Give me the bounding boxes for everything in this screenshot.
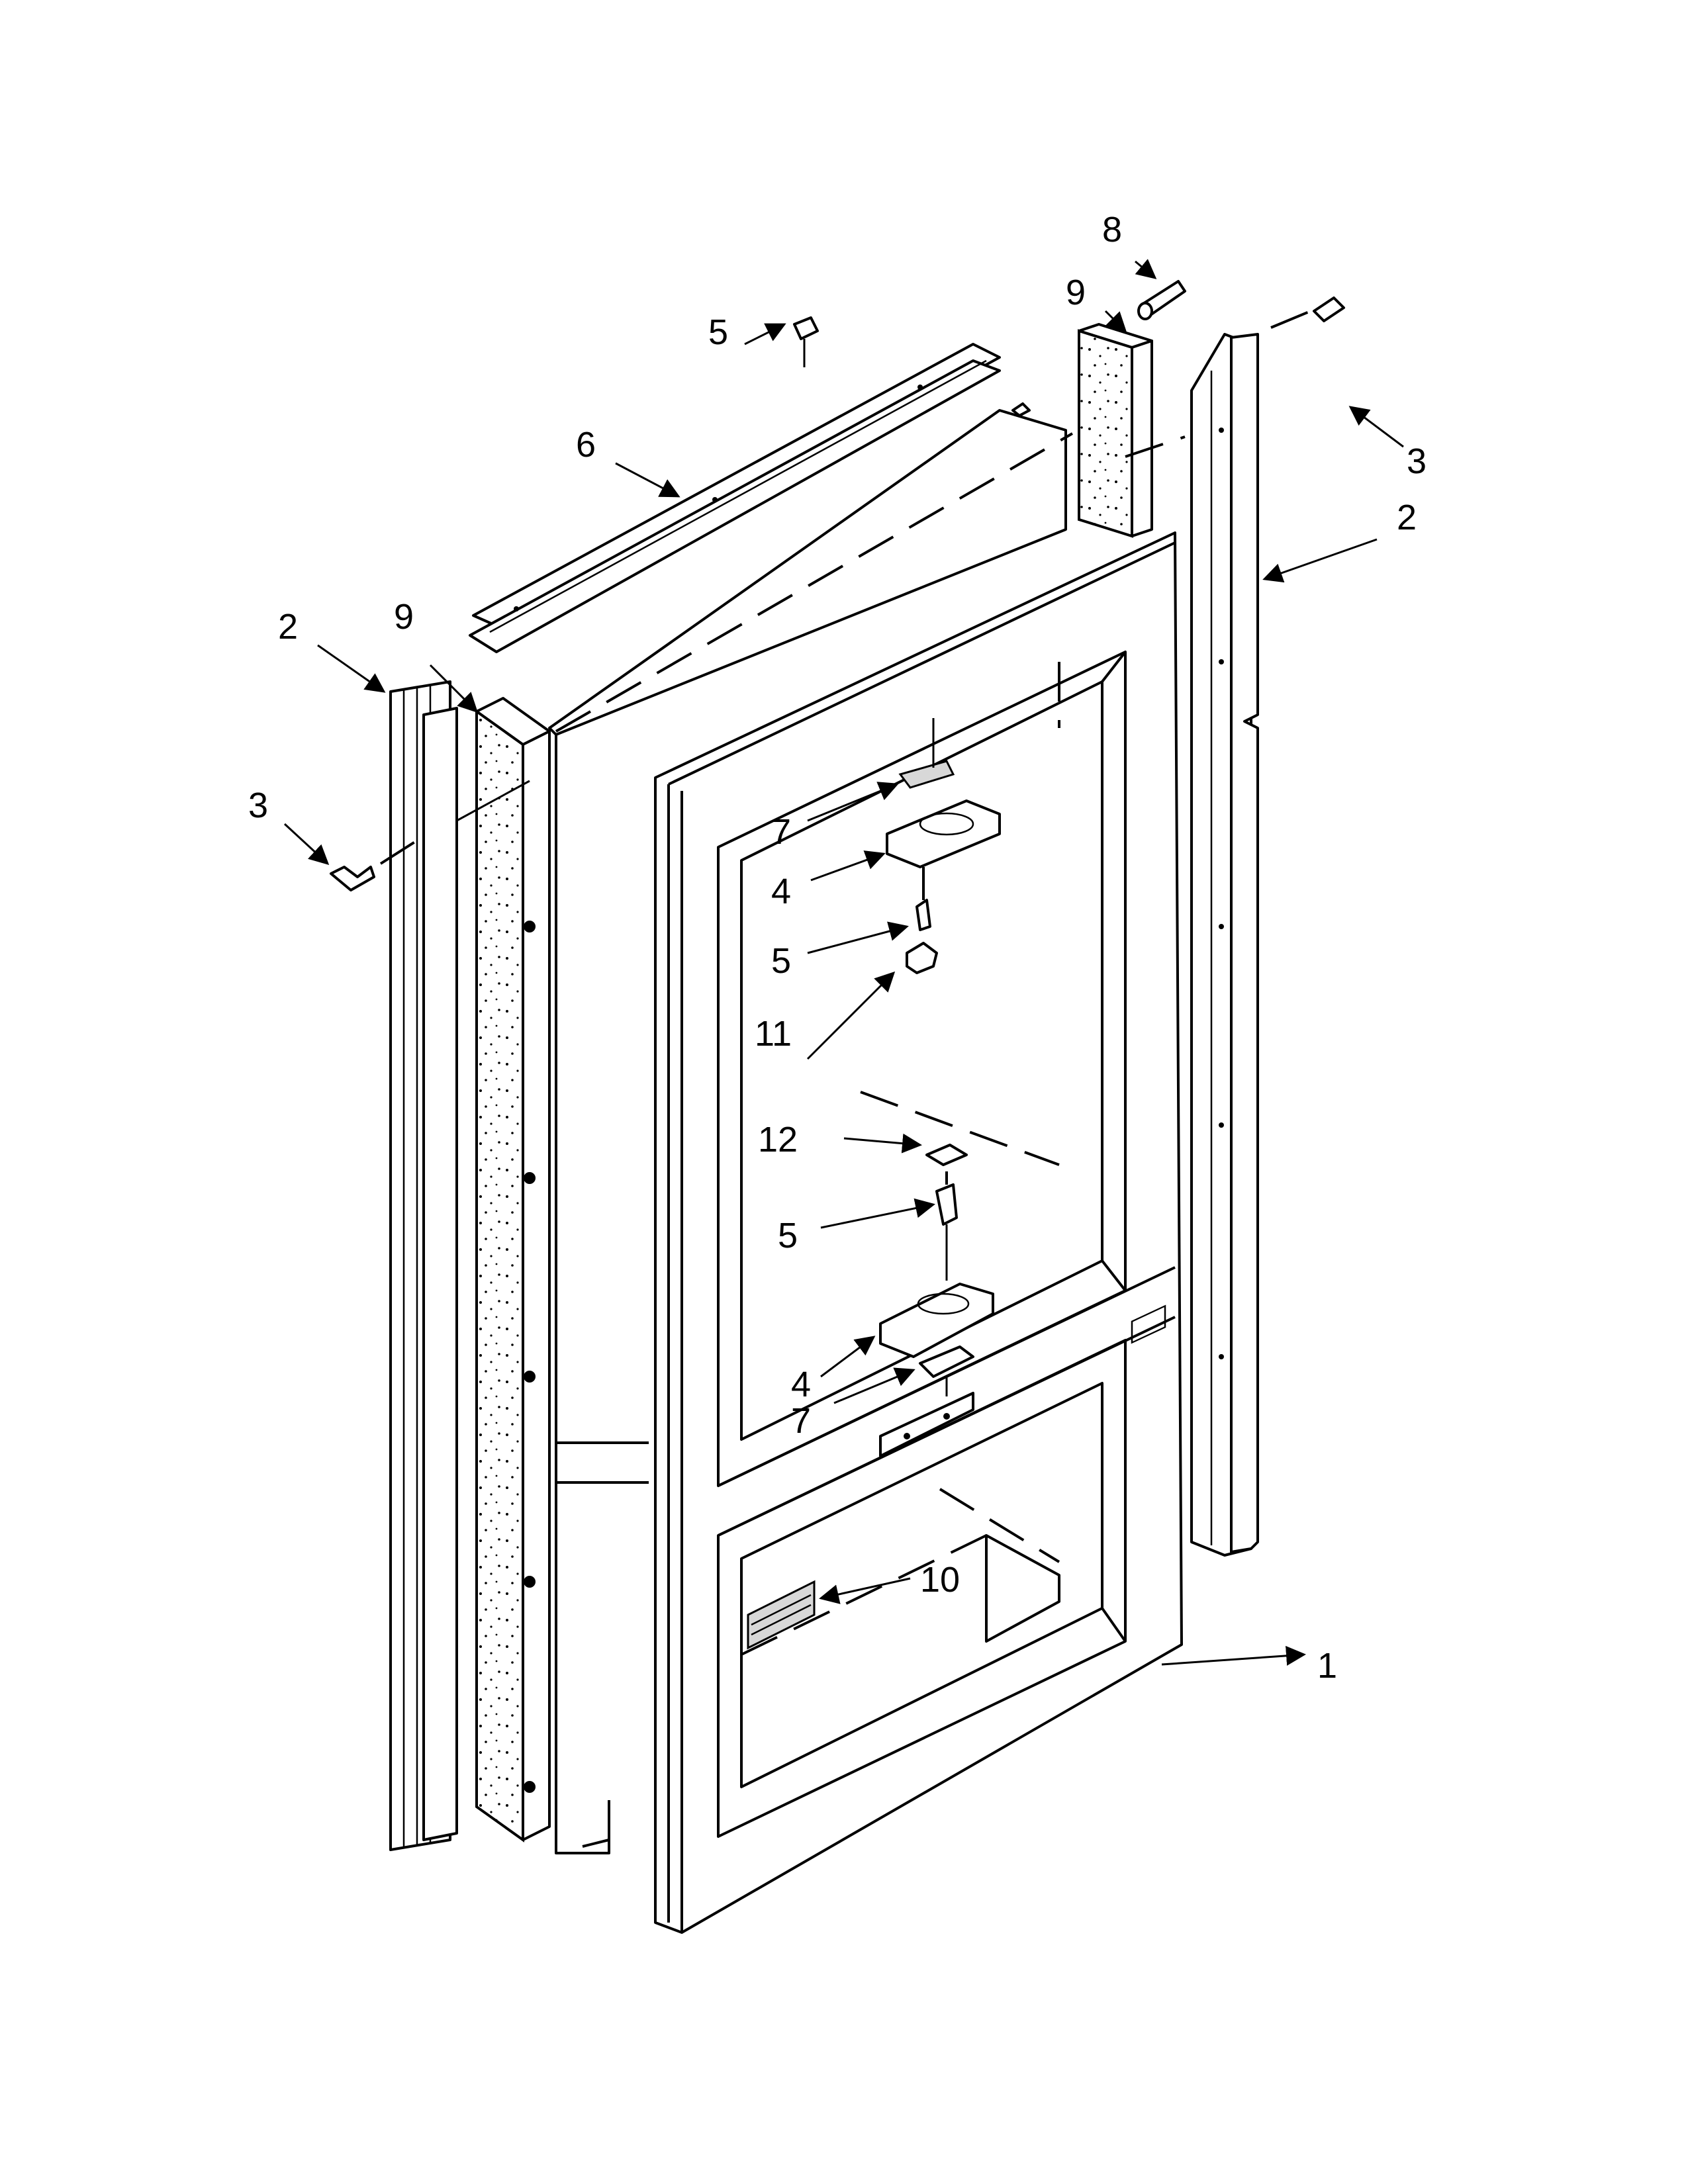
left-foam-strip (475, 697, 551, 1843)
hinge-plate-lower (879, 1392, 974, 1457)
divider-tab (1131, 1304, 1166, 1344)
callout-8: 8 (1102, 210, 1122, 250)
callout-4-lower: 4 (791, 1365, 811, 1404)
callout-2-left: 2 (278, 607, 298, 647)
pin-part-8 (1137, 280, 1186, 320)
callout-5-low: 5 (778, 1216, 798, 1255)
alignment-line (555, 432, 1073, 733)
pin-dot (1011, 402, 1031, 417)
hinge-clip-lower (919, 1345, 974, 1378)
hinge-nut-upper (906, 942, 938, 974)
hinge-bracket-lower (879, 1283, 994, 1358)
right-foam-strip (1078, 323, 1153, 538)
callout-9-right: 9 (1066, 273, 1086, 312)
lower-hinge-assembly (879, 1144, 994, 1457)
callout-4-upper: 4 (771, 872, 791, 911)
callout-5-mid: 5 (771, 941, 791, 981)
callout-7-lower: 7 (791, 1401, 811, 1441)
callout-9-left: 9 (394, 597, 414, 637)
leader-lines (283, 259, 1404, 1666)
callout-12: 12 (758, 1120, 798, 1160)
callout-11: 11 (755, 1014, 792, 1054)
callout-2-right: 2 (1397, 498, 1417, 537)
callout-3-left: 3 (248, 786, 268, 825)
trim-plate-part-10 (747, 1580, 816, 1650)
screw-part-3-right (1313, 296, 1345, 322)
right-trim-strip (1190, 333, 1259, 1557)
top-rail (469, 343, 1001, 653)
door-panel (654, 531, 1183, 1934)
screw-part-3-left (330, 866, 375, 891)
callout-10: 10 (920, 1560, 960, 1600)
hinge-screw-lower (935, 1183, 958, 1226)
hinge-screw-upper (915, 899, 931, 931)
callout-5-top: 5 (708, 312, 728, 352)
callout-6: 6 (576, 425, 596, 465)
door-liner-box (548, 409, 1067, 1854)
callout-labels: 1 2 2 3 3 4 4 5 5 5 6 7 7 8 9 9 10 11 12 (248, 210, 1427, 1686)
left-trim-strip (389, 680, 458, 1851)
callout-3-right: 3 (1407, 441, 1427, 481)
callout-1: 1 (1317, 1646, 1337, 1686)
upper-hinge-assembly (886, 718, 1001, 974)
hinge-shim-upper (898, 760, 955, 789)
hinge-shim-lower (925, 1144, 968, 1166)
screw-part-5-top (793, 316, 819, 367)
callout-7-upper: 7 (771, 812, 791, 852)
